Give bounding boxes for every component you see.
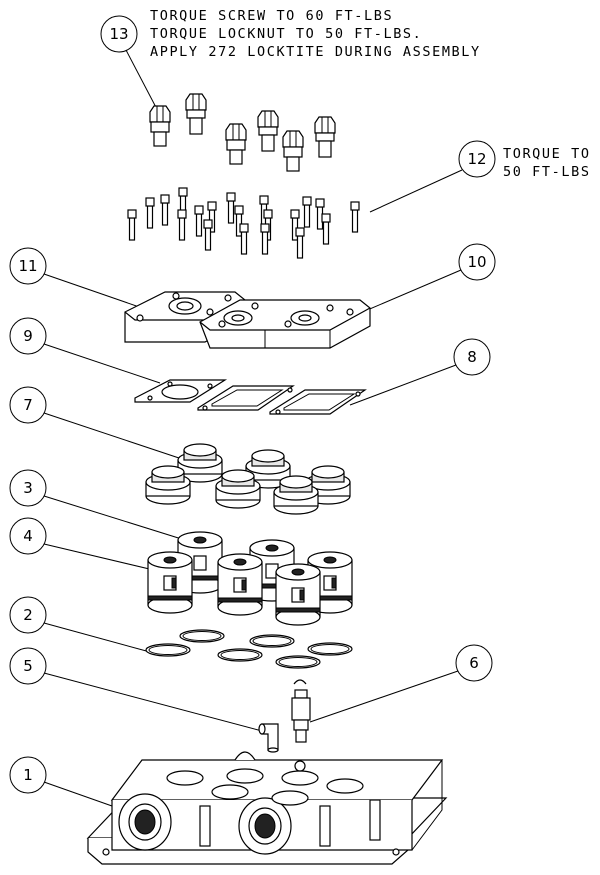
part-3-4-valve-cages [147,531,353,626]
balloon-13: 13 [100,15,161,116]
balloon-1-label: 1 [23,766,33,784]
balloon-9: 9 [9,317,161,384]
part-12-cap-screws [127,187,360,259]
part-6-relief-valve [291,679,311,743]
balloon-13-label: 13 [109,25,128,43]
balloon-10: 10 [357,243,496,315]
balloon-10-label: 10 [467,253,486,271]
balloon-3-label: 3 [23,479,33,497]
cap-screw [239,223,249,255]
cap-screw [260,223,270,255]
note-12-line-2: 50 FT-LBS [503,164,591,180]
cap-screw [302,196,312,228]
balloon-7: 7 [9,386,186,461]
balloon-1: 1 [9,756,113,807]
cap-screw [145,197,155,229]
balloon-2: 2 [9,596,151,653]
part-2-o-rings [145,629,353,669]
balloon-4-label: 4 [23,527,33,545]
note-13-line-1: TORQUE SCREW TO 60 FT-LBS [150,8,393,24]
cap-screw [321,213,331,245]
balloon-8: 8 [349,338,491,406]
part-1-head-body [86,751,448,865]
part-5-elbow-fitting [258,723,279,753]
part-8-gaskets [197,385,367,415]
cap-screw [160,194,170,226]
cap-screw [226,192,236,224]
balloon-5: 5 [9,647,263,732]
note-13-line-3: APPLY 272 LOCKTITE DURING ASSEMBLY [150,44,481,60]
cap-screw [203,219,213,251]
cap-screw [127,209,137,241]
part-10-cover-plates [199,299,371,349]
balloon-7-label: 7 [23,396,33,414]
note-13-line-2: TORQUE LOCKNUT TO 50 FT-LBS. [150,26,422,42]
cap-screw [295,227,305,259]
balloon-4: 4 [9,517,163,573]
cap-screw [194,205,204,237]
balloon-11: 11 [9,247,149,311]
balloon-6-label: 6 [469,654,479,672]
balloon-5-label: 5 [23,657,33,675]
part-7-valve-seats [145,443,351,515]
balloon-12: 12 [369,140,496,213]
balloon-6: 6 [309,644,493,723]
balloon-9-label: 9 [23,327,33,345]
balloon-12-label: 12 [467,150,486,168]
balloon-8-label: 8 [467,348,477,366]
part-13-screws-locknuts [149,93,336,172]
cap-screw [177,209,187,241]
balloon-2-label: 2 [23,606,33,624]
balloon-11-label: 11 [18,257,37,275]
balloon-3: 3 [9,469,189,542]
cap-screw [350,201,360,233]
part-9-gasket [134,379,228,403]
note-12-line-1: TORQUE TO [503,146,591,162]
